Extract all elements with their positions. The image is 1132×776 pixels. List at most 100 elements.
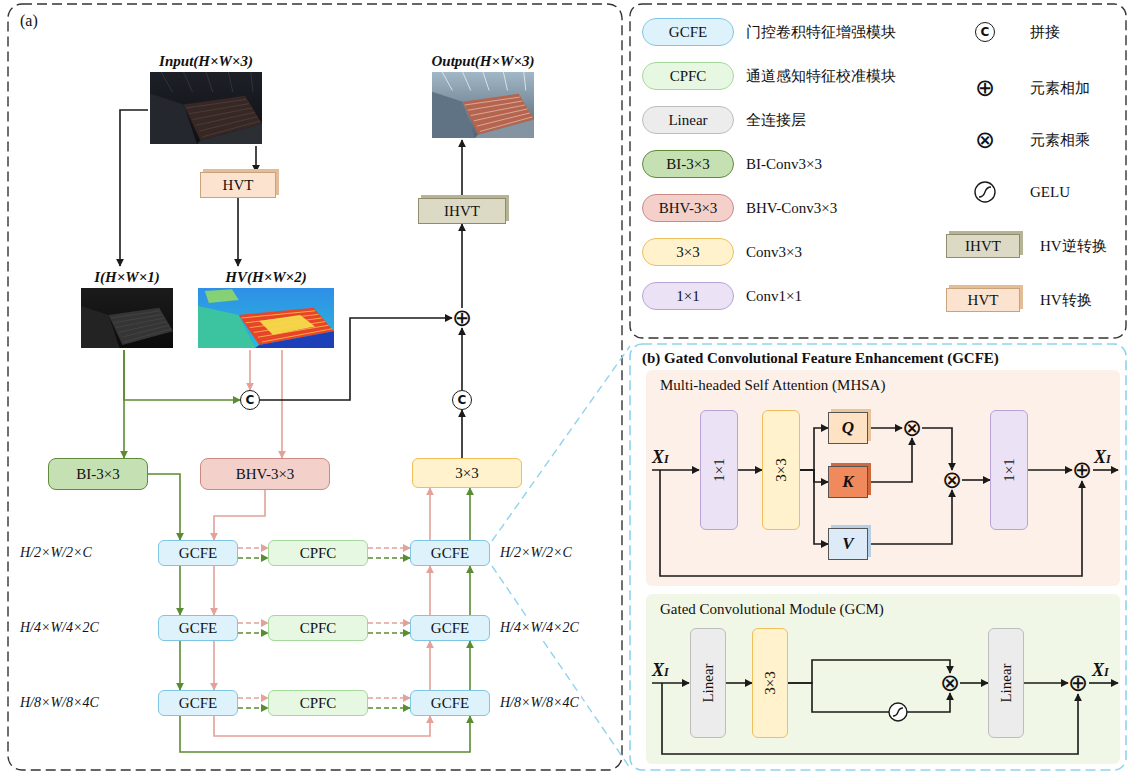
connector-group: [120, 110, 1072, 752]
swatch-label: BHV-3×3: [659, 199, 718, 217]
connector: [960, 682, 988, 684]
swatch-label: 1×1: [676, 287, 699, 305]
connector: [429, 641, 431, 690]
module-ground: [646, 594, 1120, 764]
image-line: [206, 72, 213, 92]
input-arrow: [652, 682, 689, 684]
box-label: GCFE: [431, 619, 469, 637]
connector: [788, 683, 950, 712]
gelu-symbol: [889, 703, 907, 721]
image-line: [193, 108, 252, 120]
tensor-label: XI: [1092, 661, 1109, 681]
linear-box: Linear: [988, 628, 1024, 738]
cpfc-box: CPFC: [268, 615, 368, 641]
panel-outline: [8, 4, 622, 770]
zoom-line: [492, 566, 630, 768]
image-line: [262, 329, 332, 342]
box-label: IHVT: [444, 202, 480, 220]
gelu-symbol: [975, 182, 995, 202]
box-label: HVT: [223, 176, 254, 194]
connector: [238, 697, 268, 699]
output-image: Output(H×W×3): [415, 50, 551, 140]
image-region: [150, 94, 197, 144]
box-label: CPFC: [300, 619, 337, 637]
connector: [461, 224, 463, 308]
gelu-circle: [975, 182, 995, 202]
connector: [429, 488, 431, 540]
tensor-label: XI: [652, 448, 669, 468]
image-line: [465, 97, 520, 105]
legend-text: BI-Conv3×3: [746, 154, 822, 174]
channel-image: I(H×W×1): [78, 266, 176, 350]
input-arrow: [652, 469, 699, 471]
legend-outline: [630, 4, 1126, 338]
legend-text: Conv3×3: [746, 242, 802, 262]
operator-symbol: ⊕: [452, 308, 472, 328]
connector: [281, 350, 283, 458]
dimension-label: H/4×W/4×2C: [18, 619, 101, 637]
panel-outline: [630, 344, 1126, 770]
image-region: [109, 308, 173, 345]
legend-text: 门控卷积特征增强模块: [746, 22, 896, 42]
box-label: GCFE: [179, 694, 217, 712]
connector: [469, 566, 471, 615]
box-label: Linear: [997, 663, 1015, 702]
image-ground: [432, 72, 534, 138]
concat-label: C: [246, 393, 255, 407]
operator-glyph: ⊗: [902, 418, 922, 438]
image-line: [184, 72, 193, 92]
connector: [368, 557, 410, 559]
output-arrow: [1089, 682, 1118, 684]
image-line: [119, 322, 167, 333]
connector: [214, 490, 265, 540]
operator-glyph: ⊕: [1068, 673, 1088, 693]
image-figure: [81, 288, 173, 348]
connector: [868, 438, 912, 482]
legend-text: 元素相加: [1030, 78, 1090, 98]
legend-text: GELU: [1030, 182, 1070, 202]
image-line: [442, 72, 452, 90]
gcfe-box: GCFE: [410, 615, 490, 641]
legend-symbol: ⊗: [975, 130, 995, 150]
image-line: [113, 314, 162, 322]
linear-box: Linear: [690, 628, 726, 738]
gcfe-box: GCFE: [158, 690, 238, 716]
image-ground: [81, 288, 173, 348]
gelu-circle: [889, 703, 907, 721]
input-image: Input(H×W×3): [148, 50, 264, 146]
gcfe-box: GCFE: [410, 540, 490, 566]
legend-swatch: GCFE: [642, 18, 734, 46]
swatch-label: 3×3: [676, 243, 699, 261]
module-ground: [646, 370, 1120, 586]
gelu-curve: [979, 187, 991, 197]
swatch-label: HVT: [968, 291, 999, 309]
image-line: [471, 105, 525, 116]
image-ground: [198, 288, 334, 348]
gcfe-box: GCFE: [158, 615, 238, 641]
box-label: GCFE: [431, 544, 469, 562]
swatch-label: ⊗: [975, 130, 995, 150]
connector: [726, 682, 752, 684]
box-label: BI-3×3: [76, 465, 119, 483]
concat-circle: C: [452, 390, 472, 410]
panel-heading: (b) Gated Convolutional Feature Enhancem…: [630, 344, 1011, 372]
connector: [123, 350, 125, 458]
connector: [237, 198, 239, 266]
connector: [238, 707, 268, 709]
connector: [868, 490, 952, 544]
image-line: [480, 117, 533, 132]
operator-glyph: ⊗: [942, 470, 962, 490]
swatch-label: CPFC: [670, 67, 707, 85]
legend-text: 全连接层: [746, 110, 806, 130]
operator-glyph: ⊕: [1072, 460, 1092, 480]
gcfe-box: GCFE: [158, 540, 238, 566]
tensor-label: XI: [652, 661, 669, 681]
connector: [238, 632, 268, 634]
connector: [249, 350, 251, 390]
transform-box: HVT: [200, 172, 276, 198]
image-line: [250, 318, 322, 328]
connector: [800, 428, 828, 470]
swatch-label: BI-3×3: [666, 155, 709, 173]
